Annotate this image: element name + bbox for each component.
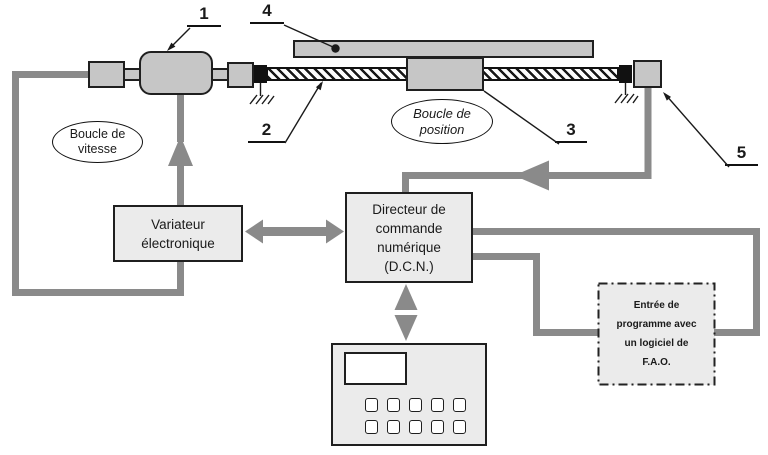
position-loop-label-line2: position: [419, 121, 465, 137]
speed-loop-label-line1: Boucle de: [69, 126, 126, 141]
dcn-keyboard-arrow-up-icon: [394, 284, 418, 310]
callout-leader-3: [483, 90, 560, 145]
keypad-key: [365, 420, 378, 434]
control-keyboard: [331, 343, 487, 446]
fao-label-line4: F.A.O.: [642, 357, 671, 368]
dcn-label-line2: commande: [375, 220, 443, 236]
variateur-label-line2: électronique: [141, 235, 215, 251]
keyboard-row-1: [365, 398, 466, 412]
link-arrowhead-right-icon: [326, 219, 344, 244]
speed-loop-label-line2: vitesse: [78, 142, 117, 156]
coupling-box: [227, 62, 254, 88]
keypad-key: [453, 420, 466, 434]
dcn-label-line3: numérique: [377, 239, 441, 255]
callout-leader-1: [167, 27, 191, 51]
fao-label-line2: programme avec: [616, 319, 697, 330]
keypad-key: [387, 420, 400, 434]
tachometer-box: [88, 61, 125, 88]
keyboard-screen: [344, 352, 407, 385]
keypad-key: [431, 398, 444, 412]
keypad-key: [409, 398, 422, 412]
keypad-key: [387, 398, 400, 412]
drive-arrowhead-up-icon: [168, 136, 193, 166]
machine-table: [293, 40, 594, 58]
callout-leader-5: [663, 92, 730, 168]
variateur-box: Variateur électronique: [113, 205, 243, 262]
position-loop-label-line1: Boucle de: [413, 106, 471, 121]
screw-nut-carriage: [406, 57, 484, 91]
position-feedback-arrowhead-icon: [514, 160, 549, 191]
callout-leader-2: [284, 81, 323, 144]
keypad-key: [431, 420, 444, 434]
dcn-fao-inner-wire: [473, 253, 599, 336]
encoder-box: [633, 60, 662, 88]
dcn-keyboard-arrow-down-icon: [394, 315, 418, 341]
keypad-key: [409, 420, 422, 434]
dcn-box: Directeur de commande numérique (D.C.N.): [345, 192, 473, 283]
keypad-key: [365, 398, 378, 412]
position-loop-ellipse: Boucle de position: [391, 99, 493, 144]
keyboard-row-2: [365, 420, 466, 434]
variateur-label-line1: Variateur: [151, 216, 205, 232]
fao-label-line3: un logiciel de: [624, 338, 689, 349]
callout-1-motor: 1: [187, 4, 221, 27]
callout-4-table: 4: [250, 1, 284, 24]
motor-body: [139, 51, 213, 95]
dcn-label-line4: (D.C.N.): [384, 258, 434, 274]
callout-2-screw: 2: [248, 120, 285, 143]
keypad-key: [453, 398, 466, 412]
speed-loop-ellipse: Boucle de vitesse: [52, 121, 143, 163]
link-arrowhead-left-icon: [245, 219, 263, 244]
callout-3-nut: 3: [555, 120, 587, 143]
fao-program-box: Entrée de programme avec un logiciel de …: [598, 283, 715, 385]
callout-5-encoder: 5: [725, 143, 758, 166]
dcn-label-line1: Directeur de: [372, 201, 446, 217]
fao-label-line1: Entrée de: [633, 300, 680, 311]
